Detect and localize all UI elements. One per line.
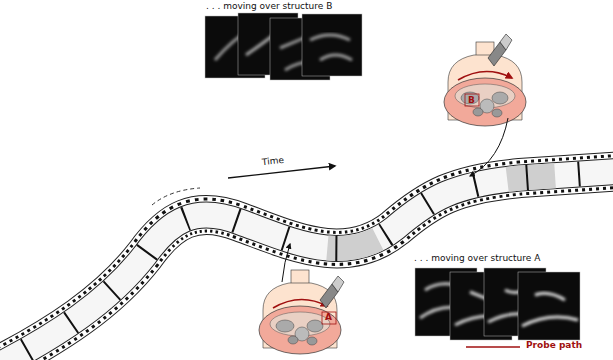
time-arrow bbox=[228, 166, 335, 178]
torso-illustration bbox=[444, 34, 526, 176]
annotation-label: . . . moving over structure B bbox=[206, 2, 332, 12]
annotation-label: Time bbox=[262, 156, 285, 168]
legend-text: Probe path bbox=[526, 341, 582, 351]
torso-illustration bbox=[259, 244, 344, 354]
ultrasound-frames bbox=[205, 13, 362, 80]
annotation-label: . . . moving over structure A bbox=[414, 254, 540, 264]
film-strip bbox=[0, 170, 613, 360]
structure-letter: B bbox=[468, 96, 475, 106]
structure-letter: A bbox=[325, 313, 332, 323]
legend-swatch bbox=[466, 346, 520, 348]
ultrasound-frames bbox=[415, 268, 580, 340]
